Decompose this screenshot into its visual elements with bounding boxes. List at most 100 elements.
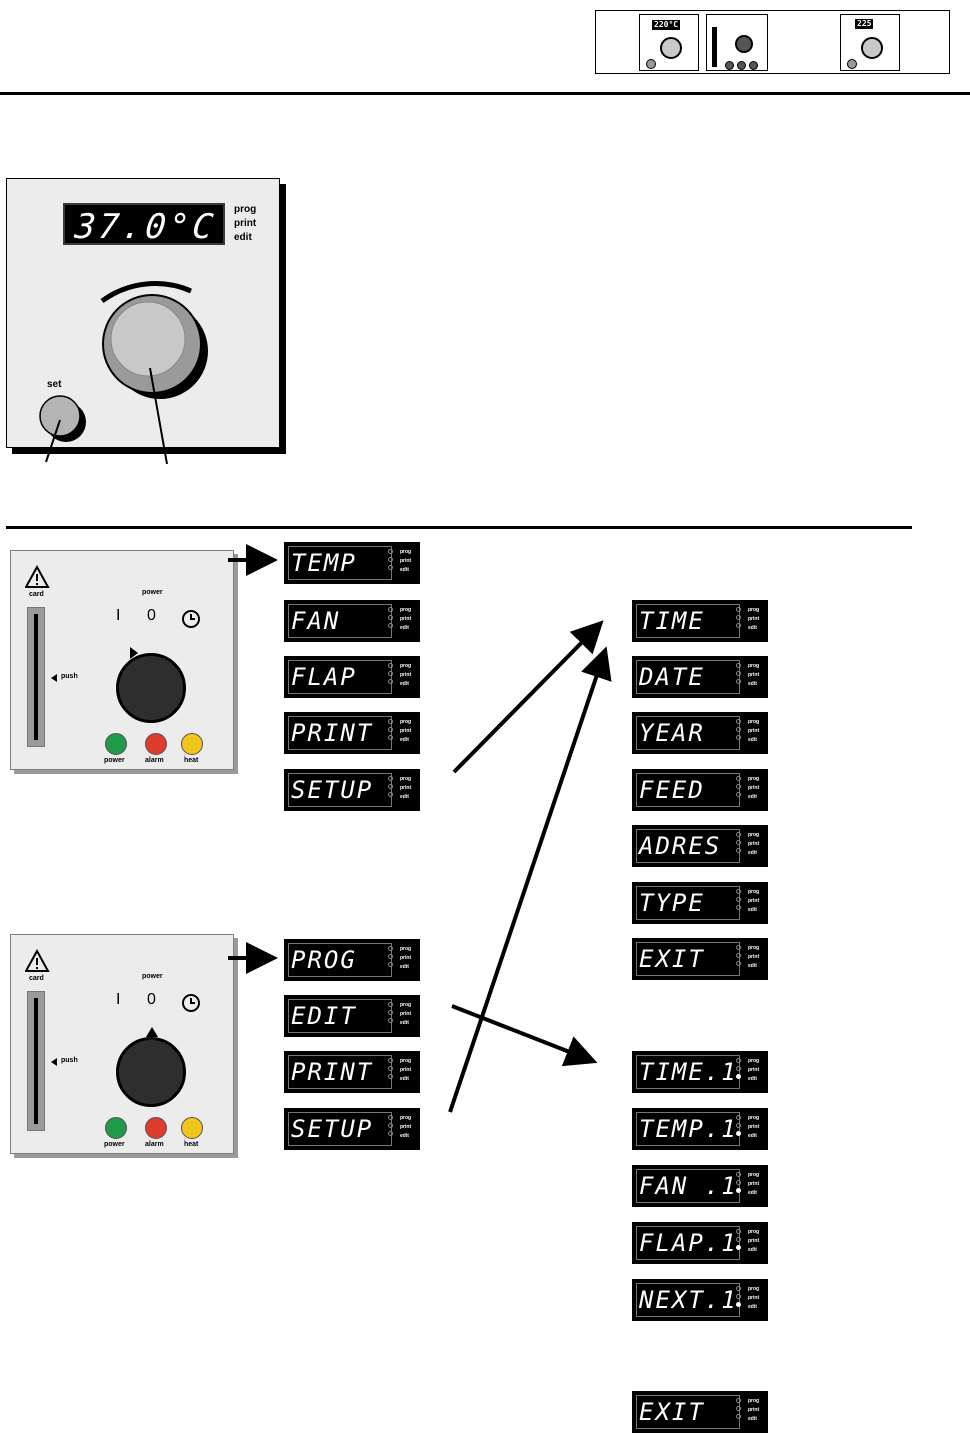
power-label: power xyxy=(142,589,163,596)
lcd-screen: DATE xyxy=(636,660,740,694)
tag-prog: prog xyxy=(400,1115,412,1121)
switch-position-on: I xyxy=(116,991,121,1008)
lcd-screen: PRINT xyxy=(288,1055,392,1089)
indicator-labels: prog print edit xyxy=(234,203,256,245)
lcd-screen: TYPE xyxy=(636,886,740,920)
indicator-label-edit: edit xyxy=(234,232,252,243)
push-arrow-icon xyxy=(51,674,57,682)
tag-edit: edit xyxy=(400,1076,409,1082)
menu-option-label: TIME xyxy=(639,607,705,635)
menu-option-label: SETUP xyxy=(291,776,374,804)
rotation-arc-icon xyxy=(100,281,192,304)
indicator-leds-icon xyxy=(736,1286,744,1310)
lcd-screen: SETUP xyxy=(288,1112,392,1146)
mode-selector-dial[interactable] xyxy=(116,1037,186,1107)
indicator-leds-icon xyxy=(736,719,744,743)
power-led xyxy=(105,733,127,755)
mode-panel-manual: card power I 0 push power alarm heat xyxy=(10,550,234,770)
indicator-leds-icon xyxy=(388,1058,396,1082)
menu-option-label: PRINT xyxy=(291,1058,374,1086)
lcd-screen: PROG xyxy=(288,943,392,977)
tag-edit: edit xyxy=(748,794,757,800)
menu-option-label: DATE xyxy=(639,663,705,691)
menu-option-label: PROG xyxy=(291,946,357,974)
tag-prog: prog xyxy=(748,1229,760,1235)
tag-print: print xyxy=(748,1181,760,1187)
menu-option-label: TEMP.1 xyxy=(639,1115,738,1143)
power-label: power xyxy=(142,973,163,980)
tag-edit: edit xyxy=(400,1020,409,1026)
warning-icon xyxy=(25,949,50,972)
thumbnail-set-button-icon xyxy=(646,59,656,69)
tag-edit: edit xyxy=(748,1133,757,1139)
temperature-display: 37.0°C xyxy=(63,203,225,247)
header-rule xyxy=(0,92,970,95)
tag-edit: edit xyxy=(748,737,757,743)
indicator-leds-icon xyxy=(388,549,396,573)
heat-led-label: heat xyxy=(184,757,199,764)
card-slot[interactable] xyxy=(27,991,45,1131)
section-rule xyxy=(6,526,912,529)
lcd-screen: FLAP xyxy=(288,660,392,694)
lcd-screen: TEMP xyxy=(288,546,392,580)
tag-edit: edit xyxy=(400,567,409,573)
tag-print: print xyxy=(400,1124,412,1130)
menu-option-label: EXIT xyxy=(639,1398,705,1426)
mode-selector-dial[interactable] xyxy=(116,653,186,723)
knob-graphic[interactable] xyxy=(7,179,281,449)
thumbnail-timer-panel[interactable]: 225 xyxy=(840,14,900,71)
lcd-screen: NEXT.1 xyxy=(636,1283,740,1317)
dial-pointer-icon xyxy=(130,647,138,659)
menu-option-label: FAN xyxy=(291,607,341,635)
tag-prog: prog xyxy=(748,832,760,838)
lcd-screen: FAN .1 xyxy=(636,1169,740,1203)
tag-print: print xyxy=(400,1011,412,1017)
alarm-led xyxy=(145,733,167,755)
card-slot[interactable] xyxy=(27,607,45,747)
push-label: push xyxy=(61,673,78,680)
thumbnail-mode-panel[interactable] xyxy=(706,14,768,71)
power-led xyxy=(105,1117,127,1139)
switch-position-off: 0 xyxy=(147,607,156,624)
indicator-leds-icon xyxy=(736,1115,744,1139)
menu-option-label: TYPE xyxy=(639,889,705,917)
tag-edit: edit xyxy=(400,737,409,743)
tag-edit: edit xyxy=(748,907,757,913)
lcd-screen: EDIT xyxy=(288,999,392,1033)
thumbnail-control-panel[interactable]: 220°C xyxy=(639,14,699,71)
lcd-screen: EXIT xyxy=(636,942,740,976)
heat-led xyxy=(181,733,203,755)
